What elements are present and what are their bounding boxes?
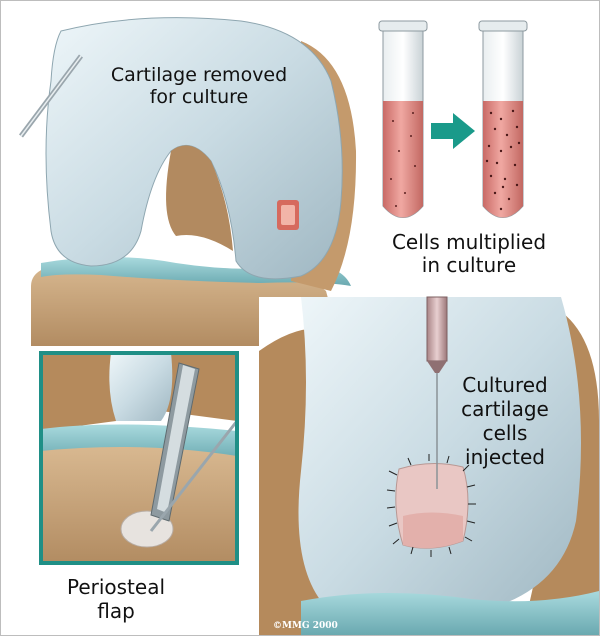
copyright-notice: ©MMG 2000 — [273, 621, 393, 632]
label-periosteal-flap: Periosteal flap — [41, 575, 191, 623]
periosteal-flap-inset — [41, 353, 237, 563]
test-tube-before — [379, 21, 427, 231]
label-cartilage-removed: Cartilage removed for culture — [89, 64, 309, 108]
test-tube-after — [479, 21, 527, 231]
label-cells-multiplied: Cells multiplied in culture — [369, 231, 569, 277]
culture-arrow — [431, 113, 475, 149]
label-cultured-cells-injected: Cultured cartilage cells injected — [425, 373, 585, 469]
